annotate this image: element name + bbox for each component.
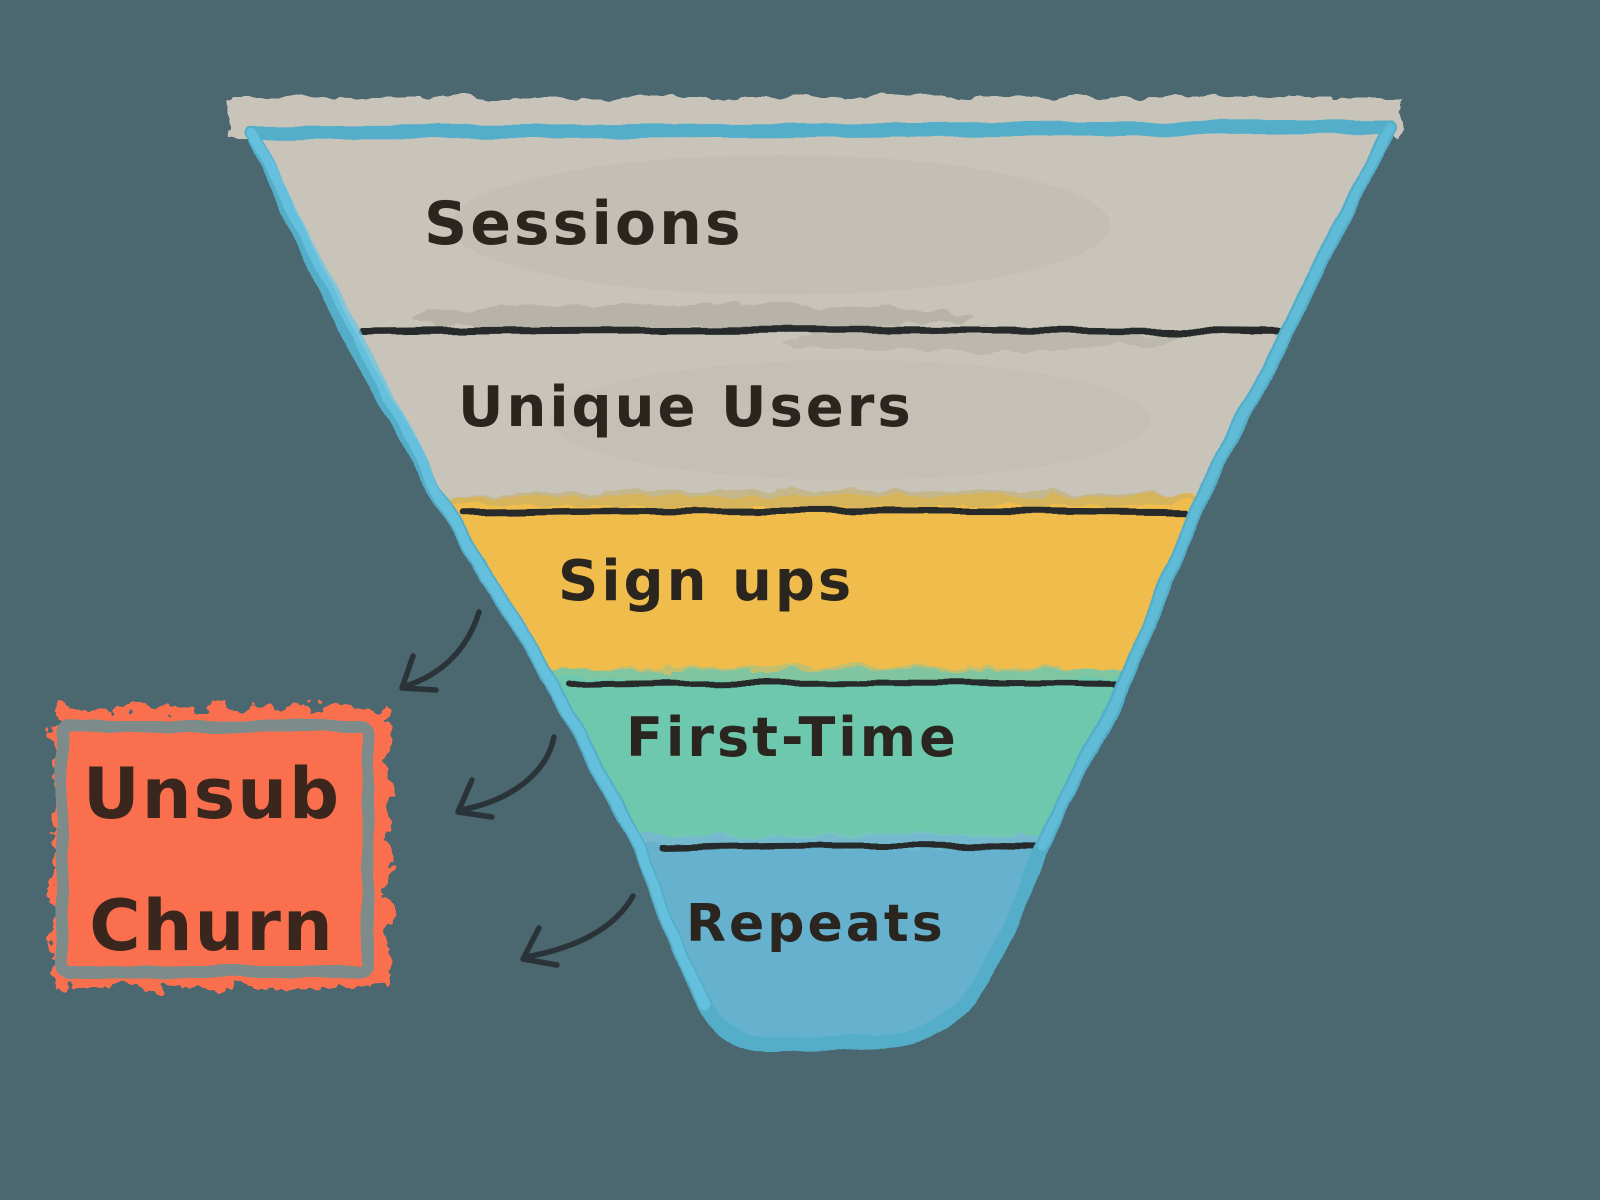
arrow-shaft-icon — [458, 734, 557, 813]
funnel-border-left-highlight — [247, 128, 710, 1010]
texture-smudge — [525, 666, 1145, 682]
funnel-border-right-highlight — [1037, 122, 1395, 852]
side-box-label-churn: Churn — [89, 885, 334, 967]
stage-labels: Sessions Unique Users Sign ups First-Tim… — [424, 189, 959, 954]
separator-firsttime-repeats — [660, 842, 1039, 851]
arrow-head-icon — [399, 653, 439, 693]
leak-arrows — [399, 609, 636, 968]
texture-smudge — [420, 490, 1200, 508]
stage-label-signups: Sign ups — [558, 549, 854, 614]
arrow-shaft-icon — [523, 893, 636, 960]
separator-signups-firsttime — [567, 679, 1124, 688]
stage-label-unique-users: Unique Users — [458, 375, 914, 440]
texture-smudge — [550, 360, 1150, 480]
stage-label-first-time: First-Time — [626, 706, 959, 769]
separator-lines — [358, 326, 1290, 851]
arrow-head-icon — [520, 925, 560, 968]
stage-label-sessions: Sessions — [424, 189, 744, 259]
separator-sessions-unique — [358, 326, 1290, 336]
separator-unique-signups — [458, 507, 1190, 517]
arrow-head-icon — [455, 777, 495, 820]
side-box-border — [56, 720, 374, 978]
stage-label-repeats: Repeats — [686, 894, 946, 954]
texture-smudge — [780, 329, 1180, 351]
side-box: Unsub Churn — [51, 708, 390, 986]
texture-smudge — [450, 155, 1110, 295]
side-box-blob — [54, 708, 390, 986]
texture-smudge — [410, 304, 970, 330]
arrow-shaft-icon — [403, 609, 482, 689]
side-box-label-unsub: Unsub — [83, 753, 341, 835]
